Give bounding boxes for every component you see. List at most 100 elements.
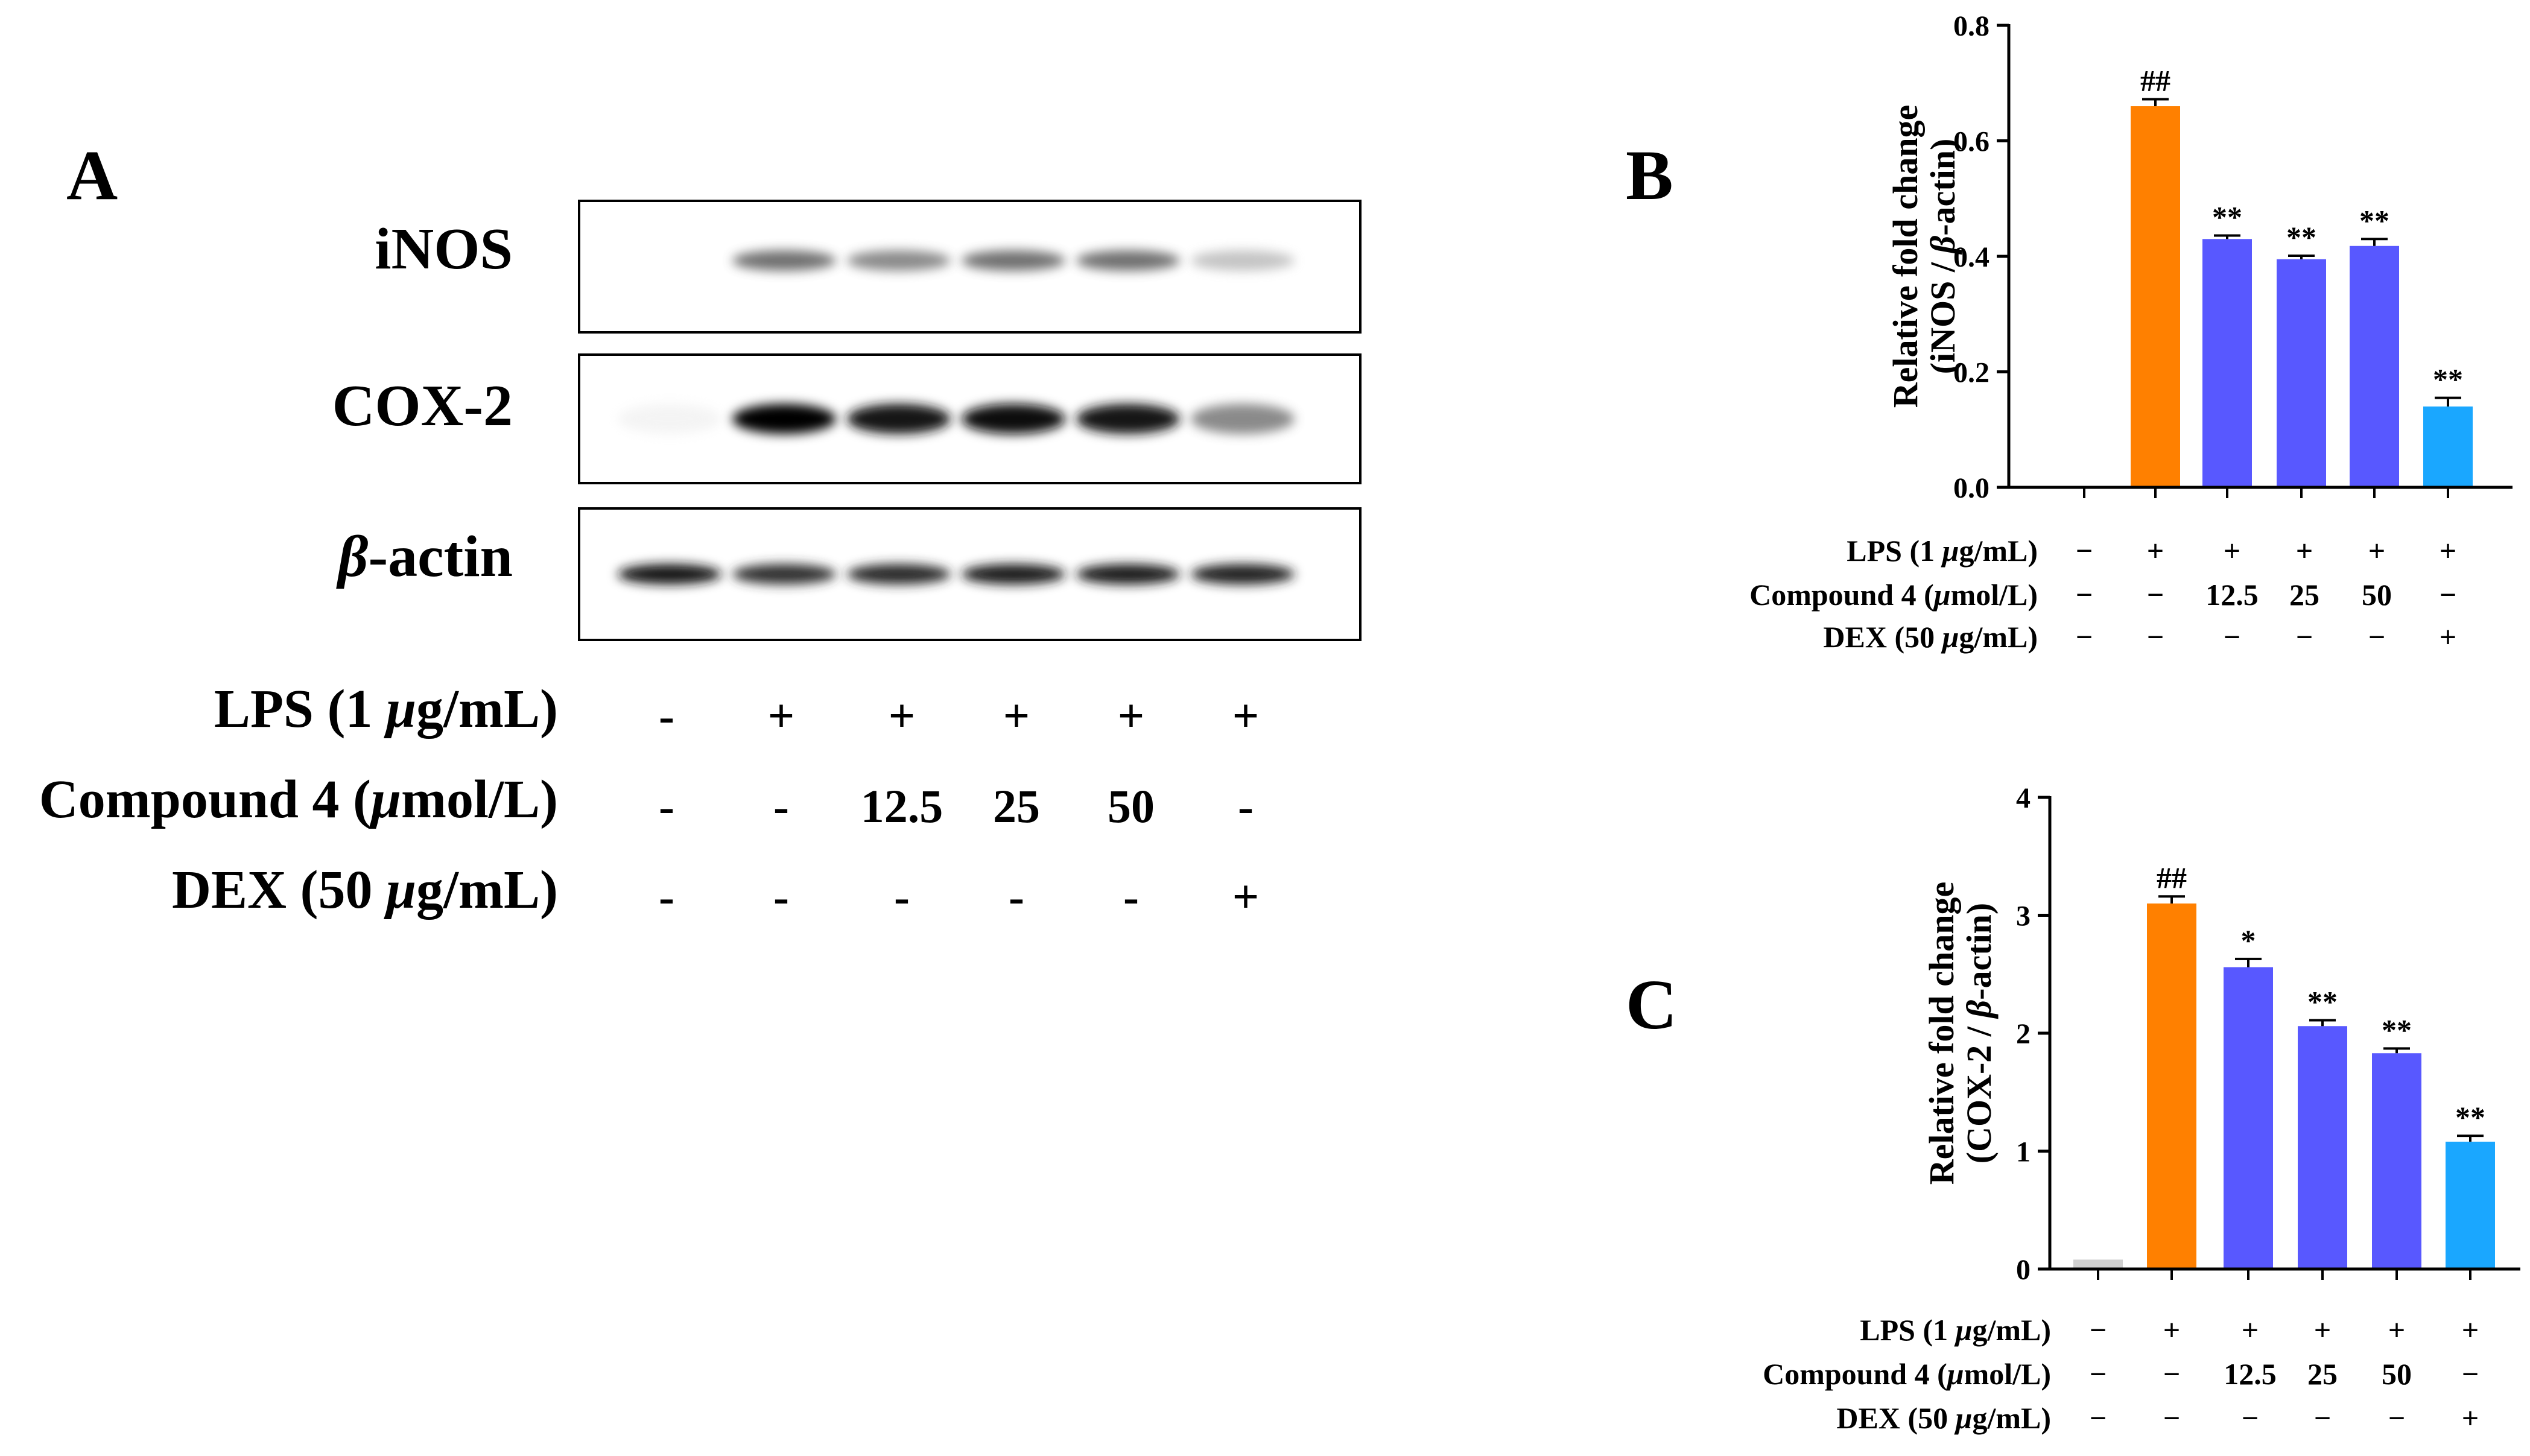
- y-tick-label: 2: [2016, 1018, 2031, 1050]
- label-part: mol/L): [401, 770, 558, 829]
- label-italic-part: μ: [1954, 1401, 1973, 1435]
- y-axis-title-line1: Relative fold change: [1922, 882, 1961, 1185]
- blot-treatment-cell: -: [1238, 780, 1254, 832]
- blot-treatment-cell: +: [889, 689, 915, 742]
- blot-row-2: β-actin: [335, 507, 1362, 641]
- label-part: Compound 4 (: [39, 770, 371, 829]
- y-tick-label: 0: [2016, 1254, 2031, 1286]
- blot-band: [1191, 250, 1295, 271]
- significance-label: **: [2433, 362, 2463, 396]
- y-tick-label: 0.8: [1953, 10, 1989, 42]
- chart-treatment-cell: +: [2147, 534, 2164, 568]
- label-part: LPS (1: [1847, 534, 1942, 568]
- blot-treatment-cell: -: [1123, 870, 1139, 923]
- label-part: g/mL): [416, 860, 558, 920]
- chart-treatment-label: Compound 4 (μmol/L): [1749, 578, 2038, 612]
- blot-band: [962, 250, 1065, 271]
- blot-row-1: COX-2: [332, 353, 1362, 484]
- chart-treatment-cell: +: [2368, 534, 2386, 568]
- blot-treatment-cell: 50: [1108, 780, 1155, 832]
- label-italic-part: μ: [1932, 578, 1951, 612]
- chart-treatment-cell: +: [2296, 534, 2313, 568]
- blot-treatment-row: LPS (1 μg/mL)-+++++: [214, 679, 1259, 742]
- bar: [2224, 967, 2273, 1269]
- label-part: g/mL): [416, 679, 558, 739]
- label-part: DEX (50: [172, 860, 386, 920]
- chart-treatment-row: DEX (50 μg/mL)−−−−−+: [1836, 1401, 2479, 1435]
- blot-band: [732, 564, 836, 584]
- label-part: DEX (50: [1823, 620, 1942, 654]
- blot-treatment-cell: -: [1009, 870, 1024, 923]
- label-italic-part: μ: [1941, 534, 1959, 568]
- beta-symbol: β: [1923, 235, 1962, 255]
- chart-treatment-cell: −: [2224, 620, 2241, 654]
- bar: [2202, 239, 2252, 487]
- blot-treatment-cell: +: [1003, 689, 1030, 742]
- label-italic-part: μ: [1954, 1313, 1973, 1347]
- chart-treatment-row: LPS (1 μg/mL)−+++++: [1847, 534, 2456, 568]
- blot-treatment-cell: -: [659, 689, 674, 742]
- blot-treatment-cell: -: [773, 870, 789, 923]
- chart-treatment-cell: −: [2163, 1401, 2181, 1435]
- actin-text: -actin: [369, 524, 513, 589]
- chart-treatment-cell: 12.5: [2224, 1357, 2277, 1391]
- blot-treatment-cell: 12.5: [861, 780, 943, 832]
- blot-treatment-cell: 25: [993, 780, 1040, 832]
- chart-treatment-cell: −: [2242, 1401, 2259, 1435]
- y-tick-label: 0.0: [1953, 472, 1989, 504]
- blot-band: [732, 404, 836, 434]
- beta-symbol: β: [1959, 1000, 1999, 1019]
- chart-treatment-cell: 50: [2382, 1357, 2412, 1391]
- blot-band-label: COX-2: [332, 373, 513, 438]
- bar: [2147, 903, 2196, 1269]
- chart-treatment-cell: −: [2147, 620, 2164, 654]
- chart-treatment-cell: −: [2163, 1357, 2181, 1391]
- blot-band: [962, 404, 1065, 434]
- blot-band-label: β-actin: [335, 524, 513, 589]
- label-italic-part: μ: [384, 860, 416, 920]
- chart-treatment-cell: +: [2462, 1401, 2479, 1435]
- chart-treatment-cell: 12.5: [2205, 578, 2259, 612]
- panel-a-letter: A: [66, 136, 118, 215]
- chart-treatment-cell: −: [2090, 1357, 2107, 1391]
- blot-band: [1076, 404, 1180, 434]
- y-tick-label: 0.6: [1953, 126, 1989, 158]
- chart-treatment-cell: −: [2076, 578, 2093, 612]
- blot-treatment-cell: -: [894, 870, 910, 923]
- chart-treatment-cell: −: [2076, 534, 2093, 568]
- chart-treatment-cell: +: [2314, 1313, 2332, 1347]
- chart-treatment-cell: −: [2314, 1401, 2332, 1435]
- blot-band: [1076, 564, 1180, 584]
- chart-treatment-cell: +: [2224, 534, 2241, 568]
- blot-band: [618, 564, 721, 584]
- chart-treatment-cell: −: [2368, 620, 2386, 654]
- blot-treatment-cell: +: [1232, 870, 1259, 923]
- blot-band-label: iNOS: [375, 217, 513, 282]
- blot-treatment-row: DEX (50 μg/mL)-----+: [172, 860, 1259, 923]
- chart-treatment-row: DEX (50 μg/mL)−−−−−+: [1823, 620, 2456, 654]
- bar: [2423, 406, 2473, 487]
- significance-label: ##: [2157, 861, 2187, 894]
- significance-label: **: [2286, 220, 2316, 254]
- chart-treatment-label: DEX (50 μg/mL): [1823, 620, 2038, 654]
- chart-treatment-cell: −: [2147, 578, 2164, 612]
- blot-band: [618, 404, 721, 434]
- blot-band: [1076, 250, 1180, 271]
- label-part: Compound 4 (: [1749, 578, 1934, 612]
- blot-treatment-label: DEX (50 μg/mL): [172, 860, 558, 920]
- significance-label: **: [2212, 200, 2242, 234]
- chart-treatment-cell: −: [2090, 1313, 2107, 1347]
- chart-treatment-cell: −: [2090, 1401, 2107, 1435]
- label-part: g/mL): [1972, 1313, 2051, 1347]
- y-axis-title-line2: (iNOS / β-actin): [1923, 139, 1962, 375]
- label-part: g/mL): [1959, 534, 2038, 568]
- bar: [2350, 245, 2399, 487]
- blot-treatment-cell: +: [1118, 689, 1144, 742]
- label-part: mol/L): [1964, 1357, 2051, 1391]
- y-tick-label: 1: [2016, 1136, 2031, 1168]
